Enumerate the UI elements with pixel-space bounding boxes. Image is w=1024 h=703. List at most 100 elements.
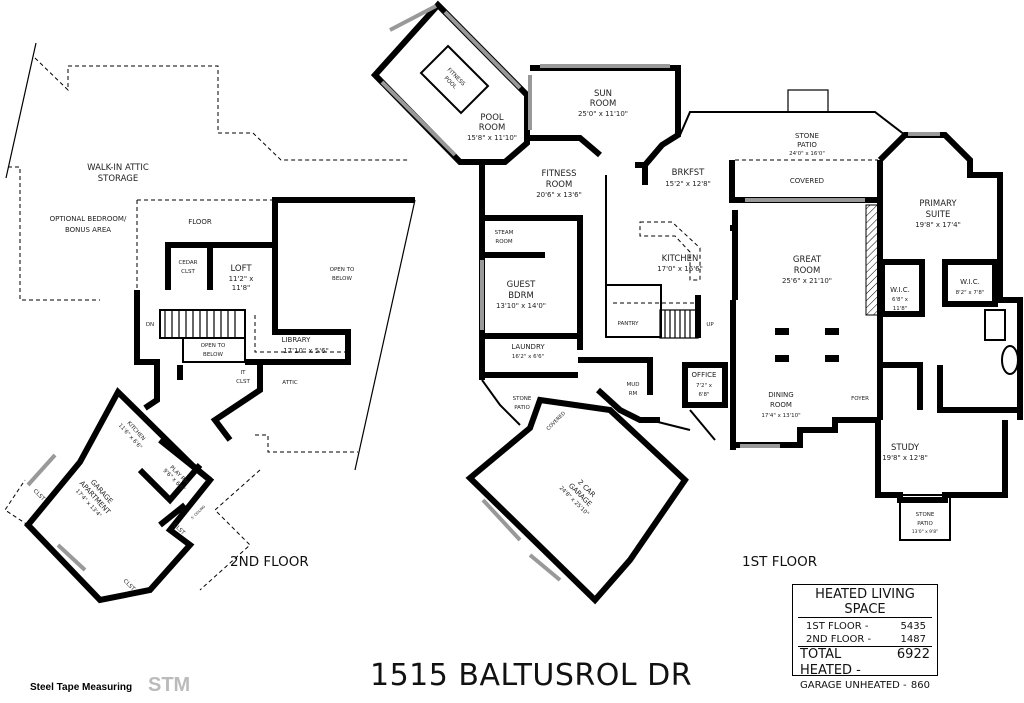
row-value: 1487 (900, 634, 926, 645)
logo-mark: STM (148, 674, 191, 696)
room-dimensions: 25'6" x 21'10" (782, 277, 832, 285)
room-label: ROOM (770, 401, 792, 409)
table-row: 2ND FLOOR - 1487 (798, 633, 932, 646)
room-label: FITNESS (541, 169, 576, 179)
logo-text: Steel Tape Measuring (30, 682, 133, 693)
second-floor-walls (4, 42, 416, 604)
room-label: ROOM (590, 99, 617, 109)
row-value: 860 (910, 680, 930, 691)
room-label: CLST (32, 488, 46, 502)
room-label: CLST (236, 379, 250, 385)
room-label: PATIO (514, 405, 530, 411)
row-label: GARAGE UNHEATED - (800, 680, 907, 691)
room-label: GUEST (507, 280, 537, 290)
room-label: POOL (480, 113, 504, 123)
room-dimensions: 15'8" x 11'10" (467, 134, 517, 142)
row-label: 1ST FLOOR - (806, 621, 869, 632)
room-label: STONE (513, 396, 532, 402)
room-label: IT (241, 370, 247, 376)
ceiling-note: 5' CEILING (190, 504, 206, 520)
room-label: FLOOR (188, 218, 212, 226)
room-label: ATTIC (282, 380, 298, 386)
room-label: W.I.C. (890, 286, 910, 294)
company-logo: Steel Tape Measuring STM (30, 674, 190, 696)
second-floor-labels: WALK-IN ATTIC STORAGE OPTIONAL BEDROOM/ … (32, 163, 355, 593)
room-dimensions: 17'0" x 16'6" (657, 265, 703, 273)
room-dimensions: 11'8" (232, 284, 251, 292)
room-label: BONUS AREA (65, 226, 111, 234)
room-label: DINING (768, 391, 793, 399)
row-label: TOTAL HEATED - (800, 647, 861, 678)
room-dimensions: 15'2" x 12'8" (665, 180, 711, 188)
room-dimensions: 17'10" x 5'6" (283, 347, 329, 355)
room-dimensions: 25'0" x 11'10" (578, 110, 628, 118)
room-dimensions: 7'2" x (696, 383, 713, 389)
room-dimensions: 19'8" x 12'8" (882, 454, 928, 462)
room-label: COVERED (546, 410, 568, 432)
room-dimensions: 20'6" x 13'6" (536, 191, 582, 199)
room-label: OPTIONAL BEDROOM/ (50, 215, 127, 223)
room-label: FOYER (851, 396, 869, 402)
garage-row: GARAGE UNHEATED -860 (798, 679, 932, 692)
room-dimensions: 16'2" x 6'6" (512, 354, 544, 360)
room-label: ROOM (546, 180, 573, 190)
room-label: ROOM (495, 239, 512, 245)
fireplace (865, 204, 879, 316)
room-label: WALK-IN ATTIC (87, 163, 149, 173)
room-label: COVERED (790, 177, 824, 185)
room-label: CLST (181, 269, 195, 275)
room-label: STUDY (891, 443, 920, 453)
room-label: STORAGE (98, 174, 138, 184)
room-label: W.I.C. (960, 278, 980, 286)
room-label: ROOM (794, 266, 821, 276)
stairs-down-label: DN (146, 322, 154, 328)
room-label: STONE (795, 132, 819, 140)
table-row: 1ST FLOOR - 5435 (798, 620, 932, 633)
row-value: 6922 (896, 647, 930, 662)
room-label: OPEN TO (330, 267, 355, 273)
room-label: BDRM (508, 291, 534, 301)
first-floor-walls (370, 0, 1023, 605)
room-label: MUD (626, 382, 639, 388)
room-dimensions: 6'8" (698, 392, 709, 398)
room-label: LIBRARY (282, 336, 312, 344)
first-floor-label: 1ST FLOOR (742, 554, 818, 570)
room-label: KITCHEN (662, 254, 699, 264)
room-label: LAUNDRY (511, 343, 545, 351)
room-dimensions: 17'4" x 13'10" (761, 413, 800, 419)
room-label: GREAT (793, 255, 822, 265)
room-dimensions: 13'0" x 9'8" (912, 529, 938, 535)
room-dimensions: 24'0" x 16'0" (789, 151, 825, 157)
room-label: LOFT (230, 264, 252, 274)
room-label: PATIO (797, 141, 817, 149)
stairs-2nd (164, 310, 236, 338)
room-dimensions: 13'10" x 14'0" (496, 302, 546, 310)
total-row: TOTAL HEATED - 6922 (798, 646, 932, 679)
room-label: BELOW (332, 276, 352, 282)
room-label: PRIMARY (919, 199, 957, 209)
second-floor-label: 2ND FLOOR (230, 554, 309, 570)
first-floor-labels: FITNESS POOL POOL ROOM 15'8" x 11'10" SU… (443, 67, 985, 535)
room-label: PATIO (917, 521, 933, 527)
room-dimensions: 8'2" x 7'8" (956, 290, 985, 296)
property-address-title: 1515 BALTUSROL DR (370, 658, 693, 693)
room-dimensions: 11'8" (893, 306, 908, 312)
row-value: 5435 (900, 621, 926, 632)
room-label: SUITE (926, 210, 951, 220)
heated-living-space-table: HEATED LIVING SPACE 1ST FLOOR - 5435 2ND … (792, 584, 938, 691)
room-label: PANTRY (617, 321, 639, 327)
room-label: RM (629, 391, 638, 397)
stairs-up-label: UP (706, 322, 714, 328)
room-label: STEAM (495, 230, 514, 236)
stairs-1st (659, 309, 699, 339)
room-label: OFFICE (692, 371, 717, 379)
row-label: 2ND FLOOR - (806, 634, 872, 645)
room-label: BRKFST (672, 168, 705, 178)
room-label: OPEN TO (201, 343, 226, 349)
room-label: SUN (594, 89, 612, 99)
room-label: ROOM (479, 123, 506, 133)
room-label: CEDAR (178, 260, 197, 266)
table-heading: HEATED LIVING SPACE (798, 587, 932, 618)
room-dimensions: 6'8" x (892, 297, 909, 303)
